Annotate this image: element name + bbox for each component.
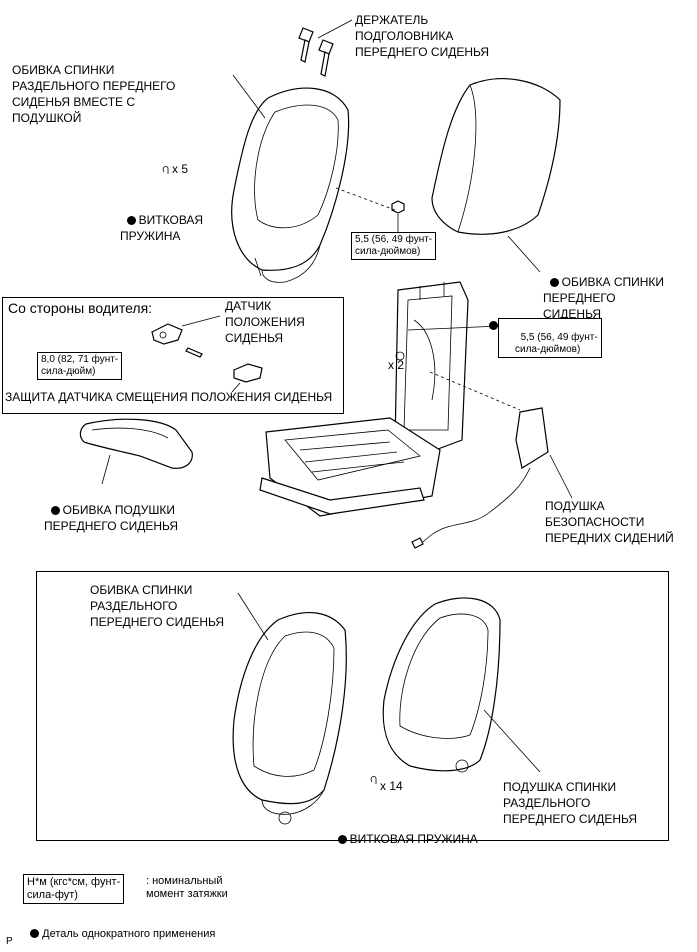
torque-spec-2: 8,0 (82, 71 фунт- сила-дюйм) (37, 352, 123, 380)
detail-frame (36, 571, 669, 841)
non-reusable-dot-icon (50, 506, 60, 515)
split-seatback-pad-drawing (382, 597, 541, 773)
hog-ring-top-drawing (162, 165, 169, 174)
airbag-drawing (411, 407, 573, 549)
headrest-holder-label: ДЕРЖАТЕЛЬ ПОДГОЛОВНИКА ПЕРЕДНЕГО СИДЕНЬЯ (355, 13, 490, 59)
hog-ring-bottom-drawing (370, 775, 377, 784)
driver-side-box (2, 297, 344, 414)
driver-side-title: Со стороны водителя: (8, 300, 153, 316)
hog-ring-top-label: ВИТКОВАЯ ПРУЖИНА (120, 196, 203, 244)
legend-non-reusable: Деталь однократного применения (24, 913, 215, 941)
legend-torque-unit: Н*м (кгс*см, фунт- сила-фут) (23, 874, 125, 904)
headrest-holder-drawing (298, 19, 353, 77)
hog-ring-top-text: ВИТКОВАЯ ПРУЖИНА (120, 213, 204, 243)
front-seatback-cover-label: ОБИВКА СПИНКИ ПЕРЕДНЕГО СИДЕНЬЯ (543, 258, 664, 322)
split-seatback-pad-label: ПОДУШКА СПИНКИ РАЗДЕЛЬНОГО ПЕРЕДНЕГО СИД… (503, 780, 638, 826)
split-seatback-cover-bottom-label: ОБИВКА СПИНКИ РАЗДЕЛЬНОГО ПЕРЕДНЕГО СИДЕ… (90, 583, 225, 629)
seat-cushion-cover-text: ОБИВКА ПОДУШКИ ПЕРЕДНЕГО СИДЕНЬЯ (44, 503, 179, 533)
seat-position-sensor-drawing (151, 315, 263, 393)
split-seatback-cover-bottom-drawing (232, 592, 347, 825)
split-seatback-cover-top-label: ОБИВКА СПИНКИ РАЗДЕЛЬНОГО ПЕРЕДНЕГО СИДЕ… (12, 63, 176, 125)
legend-torque-desc: : номинальный момент затяжки (146, 875, 228, 900)
torque-spec-1: 5,5 (56, 49 фунт- сила-дюймов) (351, 232, 437, 260)
torque-spec-3-text: 5,5 (56, 49 фунт- сила-дюймов) (515, 332, 598, 355)
seat-cushion-cover-label: ОБИВКА ПОДУШКИ ПЕРЕДНЕГО СИДЕНЬЯ (44, 486, 178, 534)
sensor-protector-label: ЗАЩИТА ДАТЧИКА СМЕЩЕНИЯ ПОЛОЖЕНИЯ СИДЕНЬ… (5, 390, 333, 404)
front-seatback-cover-drawing (431, 78, 561, 273)
non-reusable-dot-icon (489, 321, 498, 330)
hog-ring-count-bottom: x 14 (380, 779, 403, 793)
seat-frame-drawing (259, 281, 521, 517)
nut-drawing (335, 187, 405, 232)
non-reusable-dot-icon (126, 216, 136, 225)
seat-cushion-cover-drawing (79, 418, 193, 485)
seat-position-sensor-label: ДАТЧИК ПОЛОЖЕНИЯ СИДЕНЬЯ (225, 299, 305, 345)
split-seatback-cover-top-drawing (231, 74, 350, 283)
non-reusable-dot-icon (549, 278, 559, 287)
legend-non-reusable-text: Деталь однократного применения (42, 928, 216, 940)
hog-ring-bottom-label: ВИТКОВАЯ ПРУЖИНА (331, 815, 478, 847)
count-x2: x 2 (388, 358, 405, 372)
airbag-label: ПОДУШКА БЕЗОПАСНОСТИ ПЕРЕДНИХ СИДЕНИЙ (545, 499, 674, 545)
hog-ring-bottom-text: ВИТКОВАЯ ПРУЖИНА (349, 832, 478, 846)
hog-ring-count-top: x 5 (172, 162, 189, 176)
non-reusable-dot-icon (337, 835, 347, 844)
torque-spec-3: 5,5 (56, 49 фунт- сила-дюймов) (489, 318, 602, 358)
front-seatback-cover-text: ОБИВКА СПИНКИ ПЕРЕДНЕГО СИДЕНЬЯ (543, 275, 665, 321)
non-reusable-dot-icon (30, 929, 40, 938)
corner-mark: P (6, 936, 13, 947)
